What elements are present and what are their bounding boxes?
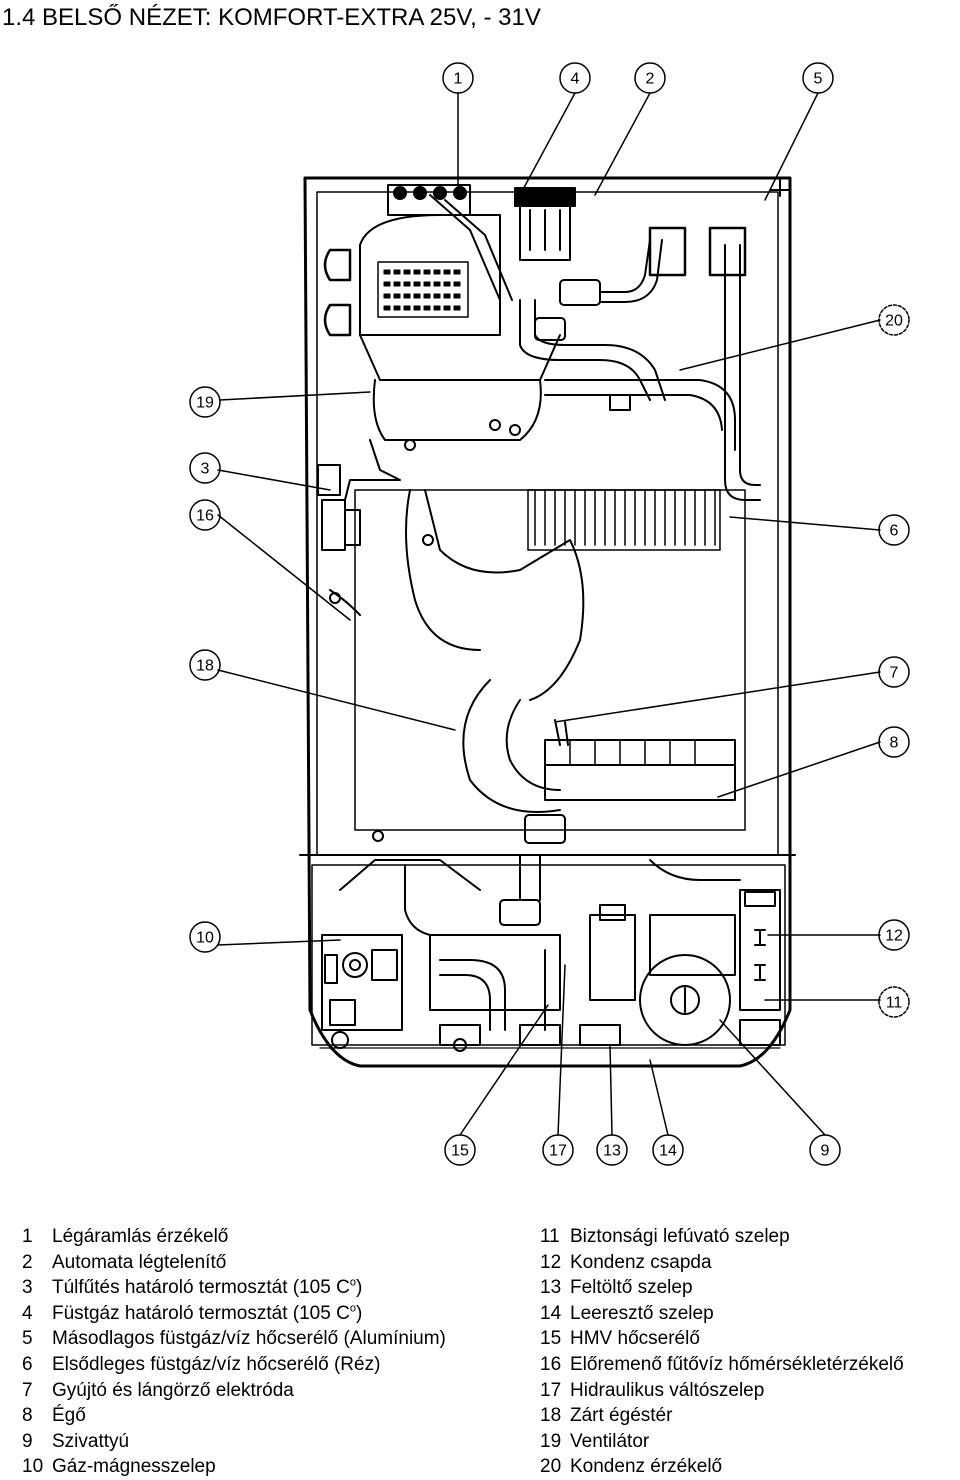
callout-2: 2	[646, 71, 655, 88]
sensors-left	[317, 464, 361, 616]
leader-lines	[217, 92, 881, 1136]
callout-12: 12	[885, 928, 903, 945]
burner-assembly	[524, 719, 736, 844]
gas-valve	[321, 934, 403, 1049]
callout-8: 8	[890, 735, 899, 752]
page-title: 1.4 BELSŐ NÉZET: KOMFORT-EXTRA 25V, - 31…	[2, 4, 541, 31]
callout-15: 15	[451, 1143, 469, 1160]
boiler-diagram: 1 4 2 5 20 19 3 16 6 18 7 8 10 12 11 15 …	[189, 62, 910, 1166]
secondary-heat-exchanger	[544, 379, 736, 451]
pipes-upper	[429, 194, 761, 501]
callout-1: 1	[454, 71, 463, 88]
callout-16: 16	[196, 508, 214, 525]
callout-20: 20	[885, 313, 903, 330]
boiler-casing	[299, 176, 796, 1068]
callout-11: 11	[886, 995, 903, 1012]
callout-13: 13	[603, 1143, 621, 1160]
flue-connection	[323, 184, 576, 337]
combustion-chamber	[344, 439, 746, 842]
callout-circles	[189, 62, 910, 1166]
callout-3: 3	[201, 461, 210, 478]
callout-5: 5	[814, 71, 823, 88]
hydraulic-section	[339, 854, 781, 1052]
callout-9: 9	[821, 1143, 830, 1160]
callout-18: 18	[196, 658, 214, 675]
callout-14: 14	[659, 1143, 677, 1160]
callout-10: 10	[196, 930, 214, 947]
callout-7: 7	[890, 665, 899, 682]
callout-19: 19	[196, 395, 214, 412]
callout-4: 4	[571, 71, 580, 88]
callout-6: 6	[890, 523, 899, 540]
callout-17: 17	[549, 1143, 567, 1160]
fan-unit	[359, 214, 561, 451]
